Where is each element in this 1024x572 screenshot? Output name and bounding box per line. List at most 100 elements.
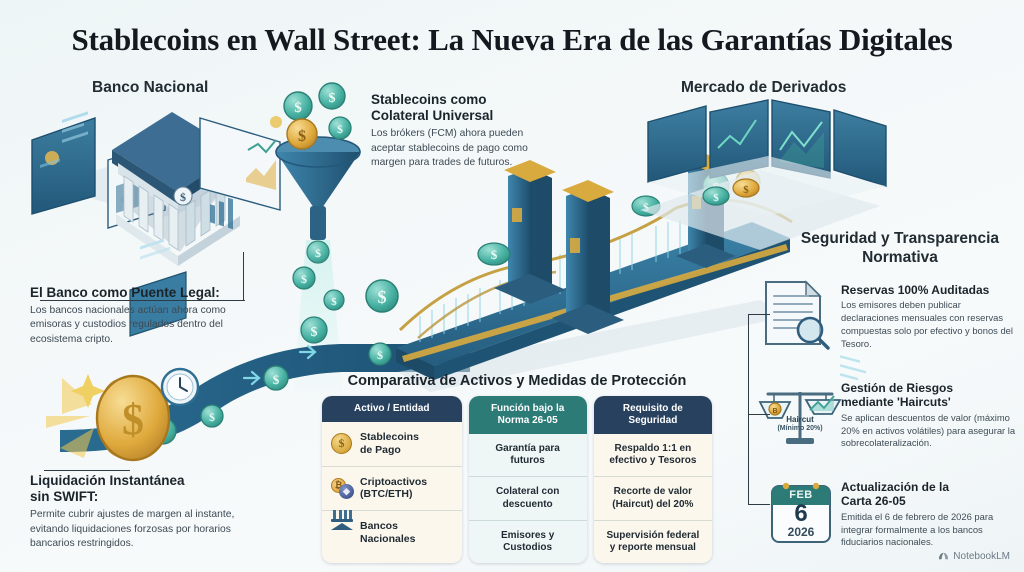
svg-text:$: $ — [209, 410, 215, 424]
calendar-icon — [771, 482, 831, 543]
table-cell-asset-line2: Nacionales — [360, 532, 416, 545]
table-row: Garantía para futuros — [469, 434, 587, 476]
table-cell-function-line2: futuros — [510, 455, 545, 467]
table-cell-function-line1: Garantía para — [495, 443, 560, 454]
svg-text:$: $ — [294, 100, 302, 116]
bank-building-icon — [331, 509, 353, 544]
table-cell-asset-line1: Bancos — [360, 520, 398, 533]
crypto-coins-icon: ₿◆ — [331, 477, 354, 500]
svg-text:$: $ — [311, 325, 318, 340]
table-row: ₿◆ Criptoactivos (BTC/ETH) — [322, 465, 462, 511]
table-cell-asset-line2: de Pago — [360, 443, 401, 456]
callout-collateral-title-line1: Stablecoins como — [371, 92, 487, 107]
calendar-day: 6 — [794, 500, 808, 527]
table-row: $ Stablecoins de Pago — [322, 422, 462, 466]
right-block-haircuts-title-line2: mediante 'Haircuts' — [841, 395, 951, 410]
document-magnifier-icon — [765, 280, 830, 350]
table-cell-function-line1: Colateral con — [495, 486, 560, 498]
table-cell-function-line2: descuento — [502, 498, 553, 510]
table-cell-requirement-line1: Recorte de valor — [613, 486, 693, 498]
table-column-funcion: Función bajo la Norma 26-05 Garantía par… — [468, 396, 587, 564]
right-block-carta-body: Emitida el 6 de febrero de 2026 para int… — [841, 510, 994, 548]
table-header-requisito-line2: Seguridad — [628, 415, 678, 426]
callout-bridge: El Banco como Puente Legal: Los bancos n… — [30, 285, 242, 347]
table-row: Recorte de valor (Haircut) del 20% — [593, 476, 712, 519]
notebooklm-watermark-label: NotebookLM — [953, 551, 1010, 562]
table-row: Colateral con descuento — [468, 476, 587, 519]
bridge-illustration: $ $ $ $ — [396, 154, 793, 392]
callout-collateral: Stablecoins como Colateral Universal Los… — [371, 92, 559, 170]
callout-bridge-body: Los bancos nacionales actúan ahora como … — [30, 305, 226, 345]
callout-settlement-title-line1: Liquidación Instantánea — [30, 473, 185, 488]
table-cell-requirement-line1: Supervisión federal — [606, 529, 700, 541]
table-row: Supervisión federal y reporte mensual — [593, 519, 712, 563]
table-cell-asset-line1: Criptoactivos — [360, 475, 428, 488]
svg-text:$: $ — [301, 272, 307, 286]
table-cell-function-line2: Custodios — [503, 541, 553, 553]
table-header-activo: Activo / Entidad — [322, 396, 462, 422]
table-cell-function-line1: Emisores y — [500, 529, 555, 541]
heading-banco-nacional: Banco Nacional — [92, 79, 209, 96]
haircut-scale-label: Haircut (Mínimo 20%) — [760, 415, 840, 432]
connector-right-reserves — [748, 314, 770, 316]
table-row: Bancos Nacionales — [322, 509, 462, 555]
right-block-reservas-body: Los emisores deben publicar declaracione… — [841, 299, 1013, 349]
svg-text:$: $ — [643, 200, 649, 214]
svg-text:B: B — [772, 408, 777, 415]
right-block-haircuts-title-line1: Gestión de Riesgos — [841, 381, 954, 395]
gold-coin-clock: $ — [46, 367, 200, 462]
svg-text:$: $ — [713, 192, 719, 204]
comparison-table-title: Comparativa de Activos y Medidas de Prot… — [347, 373, 687, 389]
table-header-funcion-line1: Función bajo la — [490, 403, 565, 414]
svg-text:$: $ — [122, 395, 144, 444]
callout-settlement-title-line2: sin SWIFT: — [30, 489, 99, 505]
page-title: Stablecoins en Wall Street: La Nueva Era… — [71, 22, 953, 57]
connector-bank-bridge — [40, 300, 245, 302]
callout-collateral-title-line2: Colateral Universal — [371, 108, 494, 124]
table-cell-requirement-line1: Respaldo 1:1 en — [614, 443, 692, 454]
connector-bank-bridge-v — [243, 252, 245, 301]
right-block-reservas: Reservas 100% Auditadas Los emisores deb… — [841, 283, 1021, 351]
svg-text:$: $ — [491, 247, 498, 262]
table-header-requisito: Requisito de Seguridad — [593, 396, 712, 434]
table-column-activo: Activo / Entidad $ Stablecoins de Pago — [322, 396, 462, 564]
table-row: Respaldo 1:1 en efectivo y Tesoros — [594, 434, 712, 476]
table-header-requisito-line1: Requisito de — [622, 403, 683, 414]
svg-text:$: $ — [337, 122, 343, 136]
calendar-month: FEB — [789, 489, 813, 501]
right-block-haircuts-body: Se aplican descuentos de valor (máximo 2… — [841, 411, 1016, 449]
callout-settlement: Liquidación Instantánea sin SWIFT: Permi… — [30, 473, 262, 551]
connector-right-spine — [748, 314, 750, 504]
table-header-funcion-line2: Norma 26-05 — [497, 415, 558, 426]
right-block-reservas-title: Reservas 100% Auditadas — [841, 283, 990, 297]
notebooklm-watermark: NotebookLM — [938, 551, 1010, 562]
table-cell-requirement-line2: efectivo y Tesoros — [609, 455, 697, 467]
callout-settlement-body: Permite cubrir ajustes de margen al inst… — [30, 509, 235, 549]
table-cell-asset-line2: (BTC/ETH) — [360, 488, 413, 501]
gold-coin-icon: $ — [331, 432, 353, 455]
connector-right-carta — [748, 504, 770, 506]
right-block-carta-title-line2: Carta 26-05 — [841, 494, 906, 509]
right-block-haircuts: Gestión de Riesgos mediante 'Haircuts' S… — [841, 381, 1021, 450]
heading-mercado-derivados: Mercado de Derivados — [681, 79, 847, 96]
table-cell-requirement-line2: (Haircut) del 20% — [612, 498, 694, 510]
svg-text:$: $ — [331, 296, 337, 308]
svg-text:$: $ — [180, 190, 186, 204]
connector-settlement — [44, 470, 130, 472]
balance-scale-icon: B — [758, 392, 842, 444]
svg-text:$: $ — [378, 287, 387, 307]
table-header-funcion: Función bajo la Norma 26-05 — [468, 396, 587, 434]
calendar-year: 2026 — [787, 525, 815, 539]
haircut-scale-label-line1: Haircut — [786, 415, 814, 424]
svg-text:$: $ — [377, 348, 383, 362]
trading-desk-illustration: $ $ — [640, 99, 887, 381]
heading-seguridad-line2: Normativa — [862, 248, 938, 266]
bank-illustration: $ — [31, 111, 281, 337]
table-row: Emisores y Custodios — [468, 519, 587, 563]
comparison-table: Comparativa de Activos y Medidas de Prot… — [322, 373, 712, 564]
table-cell-requirement-line2: y reporte mensual — [609, 541, 696, 553]
connector-right-haircut — [748, 414, 770, 416]
haircut-scale-label-line2: (Mínimo 20%) — [777, 424, 823, 432]
